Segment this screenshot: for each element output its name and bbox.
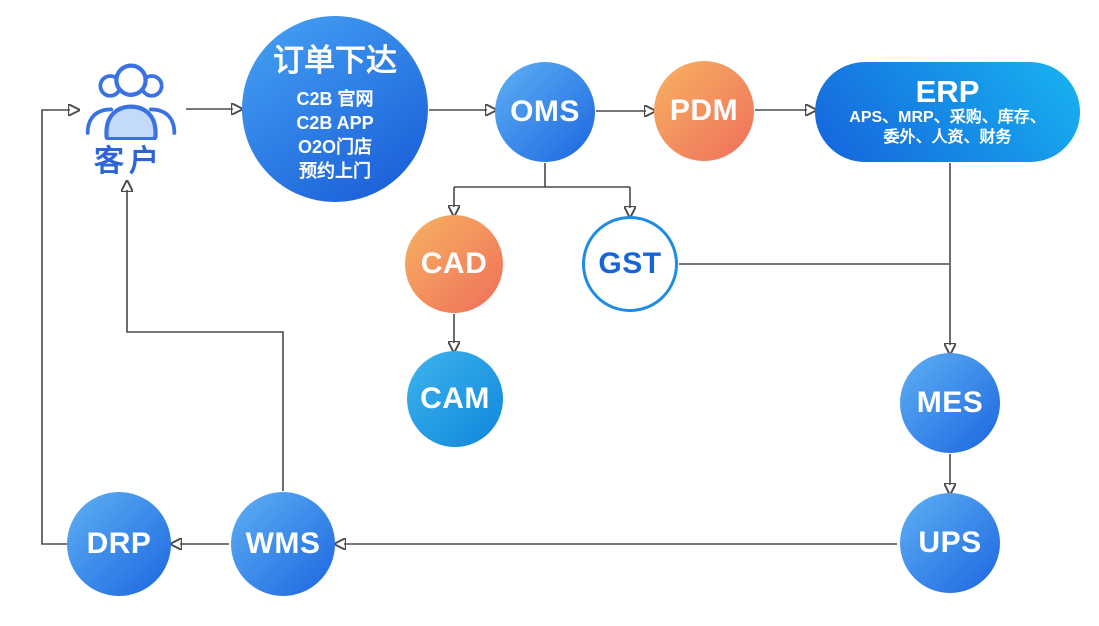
node-wms: WMS [231, 492, 335, 596]
order-channel-appointment: 预约上门 [299, 161, 371, 181]
node-oms: OMS [495, 62, 595, 162]
mes-label: MES [916, 386, 984, 419]
node-cad: CAD [405, 215, 503, 313]
node-ups: UPS [900, 493, 1000, 593]
cad-label: CAD [420, 247, 488, 280]
order-title: 订单下达 [273, 43, 397, 78]
cam-label: CAM [420, 382, 490, 415]
order-channel-o2o-store: O2O门店 [297, 137, 372, 157]
order-channel-c2b-web: C2B 官网 [296, 89, 374, 109]
customer-group-icon [85, 63, 177, 140]
node-erp: ERP APS、MRP、采购、库存、 委外、人资、财务 [815, 62, 1080, 162]
node-gst: GST [582, 216, 678, 312]
erp-title: ERP [915, 74, 980, 109]
node-cam: CAM [407, 351, 503, 447]
wire-drp-customer [41, 110, 70, 545]
pdm-label: PDM [669, 94, 739, 127]
erp-subtitle-line2: 委外、人资、财务 [883, 129, 1012, 146]
erp-subtitle-line1: APS、MRP、采购、库存、 [849, 109, 1046, 126]
wire-wms-customer [127, 190, 284, 491]
node-order-placement: 订单下达 C2B 官网 C2B APP O2O门店 预约上门 [242, 16, 428, 202]
order-channel-c2b-app: C2B APP [296, 113, 374, 133]
node-pdm: PDM [654, 61, 754, 161]
node-mes: MES [900, 353, 1000, 453]
node-drp: DRP [67, 492, 171, 596]
oms-label: OMS [510, 95, 580, 128]
drp-label: DRP [86, 527, 152, 560]
wms-label: WMS [245, 527, 321, 560]
gst-label: GST [598, 247, 662, 280]
customer-label: 客户 [94, 145, 164, 178]
ups-label: UPS [918, 526, 982, 559]
